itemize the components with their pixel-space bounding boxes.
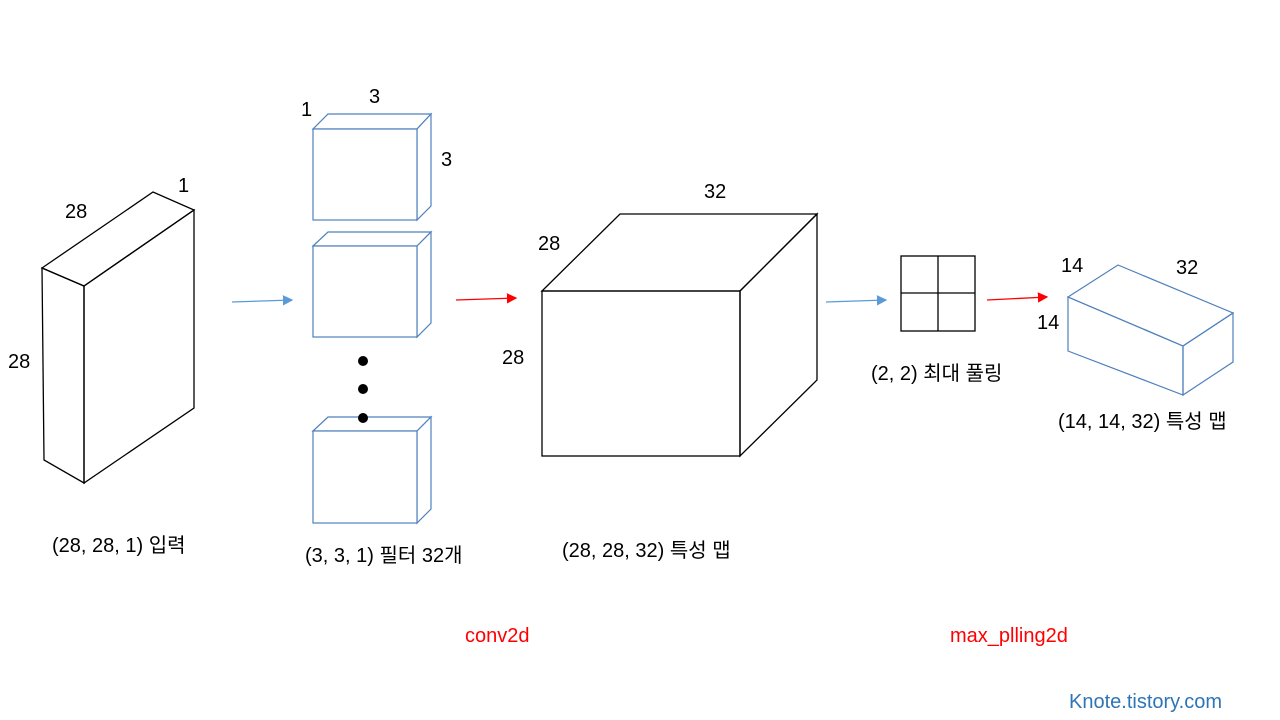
filter-cube-2 [311,230,433,339]
input-width-label: 28 [65,201,88,223]
conv2d-label: conv2d [465,625,530,647]
pooled-width-label: 32 [1176,257,1199,279]
feature-depth-label: 28 [538,233,561,255]
feature-width-label: 32 [704,181,727,203]
feature-height-label: 28 [502,347,525,369]
arrow-feature-to-pool [825,295,888,306]
filter-height-label: 3 [441,149,453,171]
ellipsis-dots [358,356,368,423]
input-block [40,191,196,485]
arrow-pool [986,292,1049,303]
watermark: Knote.tistory.com [1069,691,1223,713]
arrow-input-to-filter [231,295,294,306]
pooled-height-label: 14 [1037,312,1060,334]
pooled-caption: (14, 14, 32) 특성 맵 [1058,411,1227,433]
input-height-label: 28 [8,351,31,373]
max-pooling-label: max_plling2d [950,625,1068,647]
filter-cube-1 [311,112,433,222]
input-depth-label: 1 [178,175,190,197]
pooled-depth-label: 14 [1061,255,1084,277]
feature-caption: (28, 28, 32) 특성 맵 [562,540,731,562]
input-caption: (28, 28, 1) 입력 [52,535,186,557]
feature-map-block [540,212,819,458]
arrow-conv [455,293,518,304]
filter-cube-3 [311,415,433,525]
pooling-grid [900,255,976,332]
pooled-map-block [1066,264,1235,397]
pooling-caption: (2, 2) 최대 풀링 [871,363,1003,385]
filter-caption: (3, 3, 1) 필터 32개 [305,545,463,567]
filter-width-label: 3 [369,86,381,108]
filter-depth-label: 1 [301,99,313,121]
